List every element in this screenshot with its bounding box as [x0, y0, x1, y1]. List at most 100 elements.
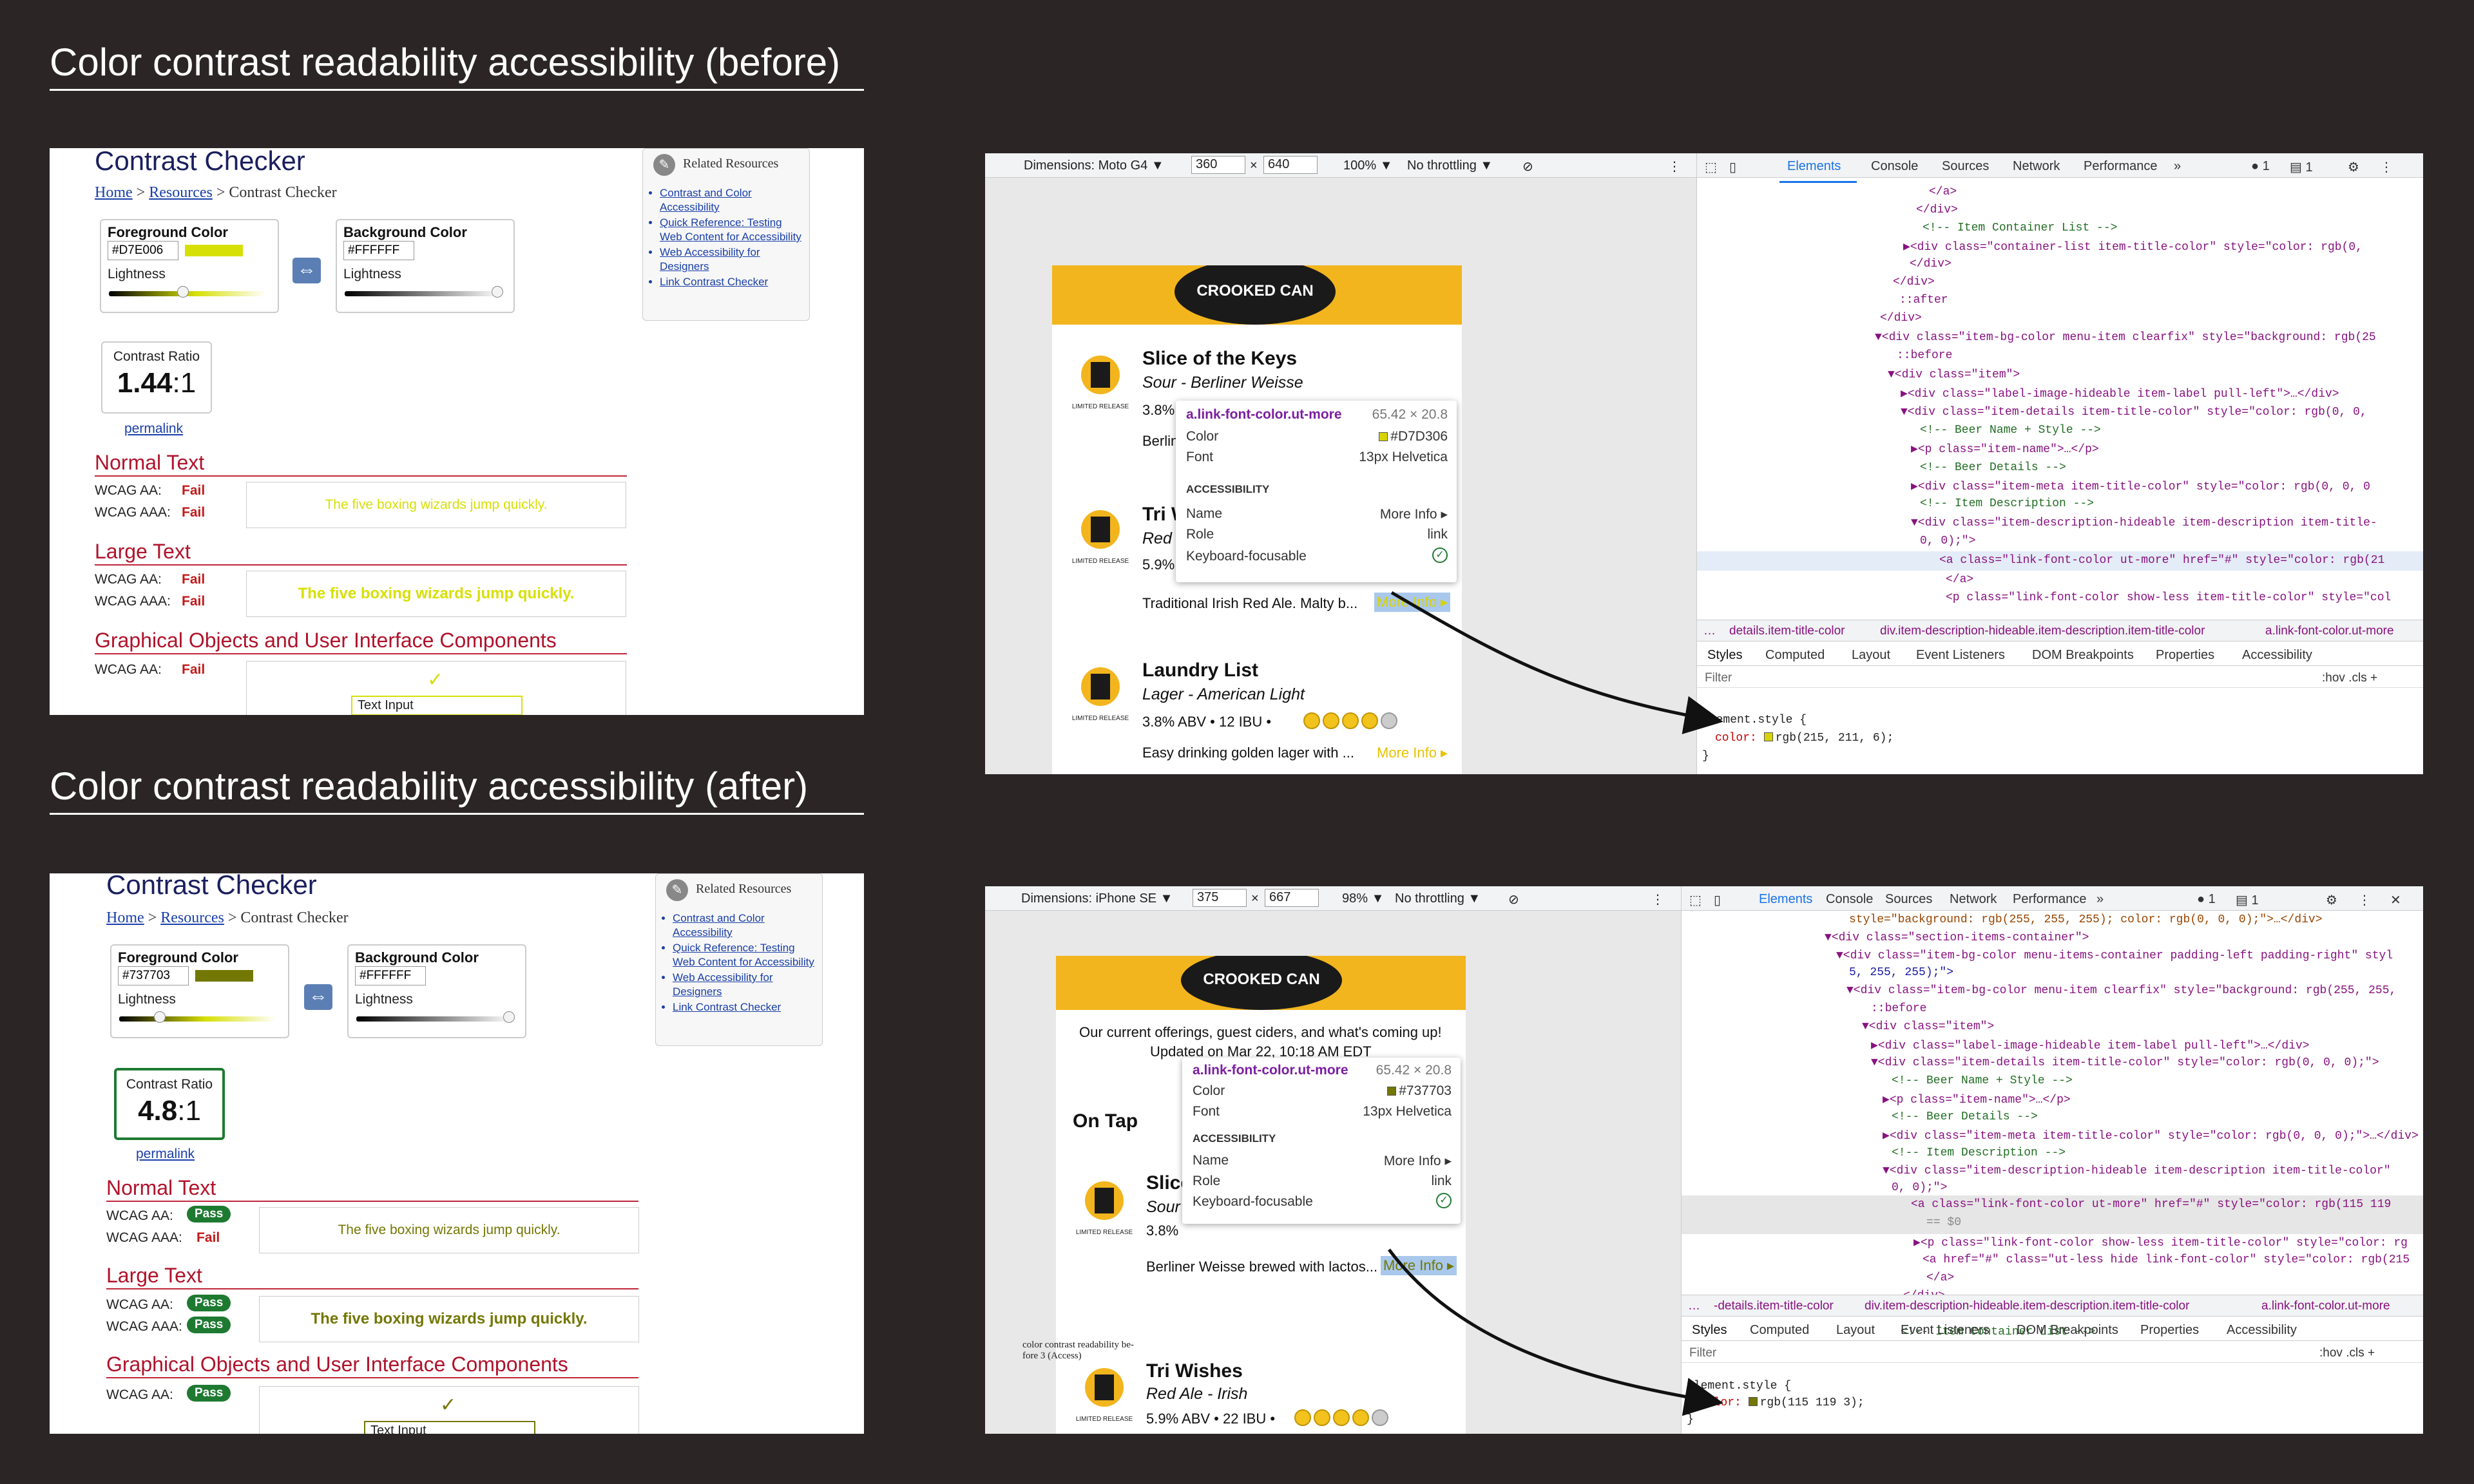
tab-performance[interactable]: Performance	[2084, 159, 2158, 173]
dom-line[interactable]: <!-- Beer Name + Style -->	[1892, 1074, 2073, 1087]
dom-line[interactable]: <!-- Beer Details -->	[1920, 461, 2066, 474]
dom-line[interactable]: ▶<div class="container-list item-title-c…	[1903, 241, 2363, 254]
swap-colors-button[interactable]: ⇔	[304, 984, 332, 1010]
device-toggle-icon[interactable]: ▯	[1729, 160, 1737, 175]
foreground-hex-input[interactable]	[118, 966, 189, 985]
more-options-icon[interactable]: ⋮	[2358, 893, 2371, 908]
text-input-sample[interactable]: Text Input	[351, 696, 523, 715]
dom-line[interactable]: 0, 0);">	[1892, 1181, 1948, 1194]
foreground-swatch[interactable]	[195, 970, 253, 982]
tab-console[interactable]: Console	[1826, 892, 1874, 906]
more-info-link-highlighted[interactable]: More Info ▸	[1374, 593, 1451, 612]
dom-line[interactable]: </a>	[1929, 186, 1957, 198]
background-hex-input[interactable]	[343, 241, 414, 260]
related-link[interactable]: Quick Reference: Testing Web Content for…	[660, 216, 803, 244]
zoom-select[interactable]: 100% ▼	[1343, 158, 1393, 173]
subtab-event-listeners[interactable]: Event Listeners	[1901, 1323, 1990, 1337]
throttle-select[interactable]: No throttling ▼	[1407, 158, 1493, 173]
dom-line[interactable]: </a>	[1926, 1271, 1955, 1284]
lightness-slider[interactable]	[119, 1016, 276, 1022]
crumb[interactable]: details.item-title-color	[1729, 624, 1845, 638]
subtab-layout[interactable]: Layout	[1852, 648, 1891, 662]
dom-line[interactable]: </a>	[1946, 573, 1974, 586]
subtab-computed[interactable]: Computed	[1765, 648, 1825, 662]
viewport-height-input[interactable]: 667	[1265, 889, 1319, 907]
related-link[interactable]: Web Accessibility for Designers	[660, 245, 803, 274]
dom-line-selected[interactable]: <a class="link-font-color ut-more" href=…	[1911, 1198, 2392, 1211]
subtab-dom-breakpoints[interactable]: DOM Breakpoints	[2017, 1323, 2118, 1337]
dom-line[interactable]: <p class="link-font-color show-less item…	[1946, 591, 2392, 604]
breadcrumb-resources[interactable]: Resources	[149, 184, 213, 201]
dom-line[interactable]: ▼<div class="item-description-hideable i…	[1911, 517, 2377, 529]
dom-line[interactable]: <!-- Beer Details -->	[1892, 1110, 2038, 1123]
dom-line[interactable]: ::before	[1871, 1002, 1927, 1015]
zoom-select[interactable]: 98% ▼	[1342, 891, 1385, 906]
dom-line[interactable]: <!-- Item Description -->	[1920, 497, 2095, 510]
tab-more[interactable]: »	[2096, 892, 2104, 906]
message-badge[interactable]: ▤ 1	[2236, 893, 2259, 908]
dom-line[interactable]: ▼<div class="item-bg-color menu-item cle…	[1846, 984, 2397, 997]
rotate-icon[interactable]: ⊘	[1508, 893, 1519, 907]
tab-more[interactable]: »	[2174, 159, 2182, 173]
tab-performance[interactable]: Performance	[2013, 892, 2087, 906]
crumb[interactable]: …	[1688, 1299, 1700, 1313]
tab-network[interactable]: Network	[2013, 159, 2060, 173]
subtab-accessibility[interactable]: Accessibility	[2242, 648, 2312, 662]
tab-elements[interactable]: Elements	[1787, 159, 1841, 173]
foreground-hex-input[interactable]	[108, 241, 178, 260]
dom-line[interactable]: ▶<p class="link-font-color show-less ite…	[1913, 1237, 2408, 1250]
more-options-icon[interactable]: ⋮	[1651, 893, 1664, 907]
subtab-styles[interactable]: Styles	[1707, 648, 1743, 662]
breadcrumb-resources[interactable]: Resources	[160, 909, 224, 926]
viewport-height-input[interactable]: 640	[1263, 156, 1318, 174]
dom-line-selected[interactable]: <a class="link-font-color ut-more" href=…	[1939, 554, 2385, 567]
tab-sources[interactable]: Sources	[1942, 159, 1990, 173]
subtab-layout[interactable]: Layout	[1836, 1323, 1875, 1337]
lightness-slider-knob[interactable]	[503, 1011, 515, 1023]
more-info-link-highlighted[interactable]: More Info ▸	[1381, 1256, 1457, 1275]
throttle-select[interactable]: No throttling ▼	[1395, 891, 1481, 906]
dom-line[interactable]: <!-- Beer Name + Style -->	[1920, 424, 2101, 437]
dom-line[interactable]: ::before	[1897, 349, 1953, 362]
dom-line[interactable]: ▼<div class="item-bg-color menu-item cle…	[1875, 331, 2376, 344]
breadcrumb-home[interactable]: Home	[106, 909, 144, 926]
beer-name[interactable]: Laundry List	[1142, 660, 1259, 681]
dom-line[interactable]: ▶<div class="label-image-hideable item-l…	[1871, 1040, 2310, 1052]
dom-line[interactable]: ▶<p class="item-name">…</p>	[1883, 1094, 2071, 1107]
dom-line[interactable]: ▼<div class="item-details item-title-col…	[1901, 406, 2367, 419]
dom-line[interactable]: ▼<div class="item">	[1862, 1020, 1995, 1033]
dom-line[interactable]: 0, 0);">	[1920, 535, 1976, 547]
lightness-slider-knob[interactable]	[492, 286, 503, 298]
permalink[interactable]: permalink	[124, 421, 184, 436]
dom-line[interactable]: ▼<div class="section-items-container">	[1825, 931, 2089, 944]
subtab-properties[interactable]: Properties	[2156, 648, 2215, 662]
more-info-link[interactable]: More Info ▸	[1377, 745, 1448, 761]
dom-line[interactable]: style="background: rgb(255, 255, 255); c…	[1849, 913, 2323, 926]
foreground-swatch[interactable]	[185, 245, 243, 256]
crumb[interactable]: -details.item-title-color	[1714, 1299, 1834, 1313]
crumb[interactable]: div.item-description-hideable.item-descr…	[1865, 1299, 2190, 1313]
subtab-event-listeners[interactable]: Event Listeners	[1916, 648, 2005, 662]
gear-icon[interactable]: ⚙	[2326, 893, 2337, 908]
subtab-styles[interactable]: Styles	[1692, 1323, 1727, 1337]
beer-name[interactable]: Tri Wishes	[1146, 1360, 1243, 1382]
dom-line[interactable]: ▶<div class="label-image-hideable item-l…	[1901, 388, 2339, 401]
dom-line[interactable]: ▶<div class="item-meta item-title-color"…	[1883, 1130, 2419, 1143]
rotate-icon[interactable]: ⊘	[1522, 160, 1533, 174]
permalink[interactable]: permalink	[136, 1146, 195, 1161]
crumb[interactable]: a.link-font-color.ut-more	[2265, 624, 2394, 638]
viewport-width-input[interactable]: 375	[1193, 889, 1247, 907]
tab-network[interactable]: Network	[1950, 892, 1997, 906]
breadcrumb-home[interactable]: Home	[95, 184, 133, 201]
related-link[interactable]: Web Accessibility for Designers	[673, 971, 816, 999]
filter-input[interactable]: Filter	[1705, 671, 1732, 685]
inspect-icon[interactable]: ⬚	[1705, 160, 1717, 175]
dom-line[interactable]: ▼<div class="item">	[1888, 368, 2020, 381]
related-link[interactable]: Link Contrast Checker	[660, 275, 803, 289]
more-options-icon[interactable]: ⋮	[1668, 160, 1681, 174]
text-input-sample[interactable]: Text Input	[364, 1421, 535, 1434]
dom-line[interactable]: </div>	[1880, 312, 1922, 325]
crumb[interactable]: div.item-description-hideable.item-descr…	[1880, 624, 2205, 638]
error-badge[interactable]: ● 1	[2197, 892, 2216, 906]
lightness-slider[interactable]	[345, 291, 502, 296]
